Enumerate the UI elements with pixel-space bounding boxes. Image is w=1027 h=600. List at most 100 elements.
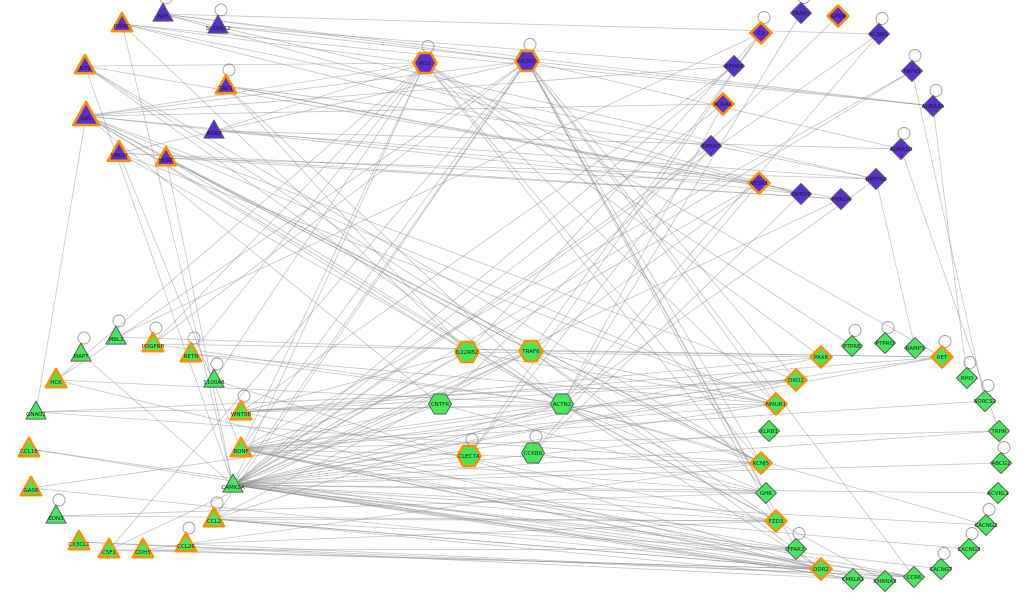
node-KCNB1[interactable]: KCNB1 [868, 12, 890, 45]
node-WNT5B[interactable]: WNT5B [229, 389, 253, 421]
node-ADRA2A[interactable]: ADRA2A [922, 84, 945, 117]
node-IL12RB2[interactable]: IL12RB2 [454, 340, 480, 364]
node-EPHA7[interactable]: EPHA7 [700, 135, 722, 157]
node-GAL[interactable]: GAL [71, 100, 101, 127]
node-CLEC7A[interactable]: CLEC7A [456, 433, 482, 468]
diamond-shape-EPHA4 [723, 55, 745, 77]
edge-HCRT-HTR2A [165, 157, 842, 200]
edge-PIK3CG-KCNJ5 [526, 60, 762, 464]
node-CCKBR[interactable]: CCKBR [521, 430, 545, 464]
edge-TRAF6-KCNJ5 [530, 350, 762, 464]
hexagon-shape-CCKBR [521, 442, 545, 464]
node-CACNG3[interactable]: CACNG3 [957, 527, 981, 560]
edge-CAMK2A-ABCG2 [232, 462, 1002, 486]
node-TAC1[interactable]: TAC1 [214, 63, 238, 95]
node-RAMP3[interactable]: RAMP3 [904, 337, 926, 359]
node-CCR6[interactable]: CCR6 [903, 566, 925, 588]
triangle-shape-POMC [110, 11, 134, 33]
selfloop-SLC6A12 [214, 3, 228, 17]
edge-KCNB1-ACTN2 [561, 33, 880, 405]
node-CCL26[interactable]: CCL26 [174, 521, 198, 553]
node-C3[interactable]: C3 [749, 11, 773, 45]
node-EDN3[interactable]: EDN3 [45, 493, 67, 524]
node-SORCS2[interactable]: SORCS2 [974, 379, 996, 412]
node-MBL2[interactable]: MBL2 [105, 314, 127, 345]
edge-POMC-IRS1 [121, 23, 426, 64]
node-CCL2[interactable]: CCL2 [202, 496, 226, 528]
edge-HCRT-ACTN2 [165, 157, 563, 405]
node-S100A8[interactable]: S100A8 [203, 357, 225, 388]
edge-PIK3CG-HCK [55, 60, 528, 381]
node-EPHA4[interactable]: EPHA4 [723, 55, 745, 77]
node-ACTN2[interactable]: ACTN2 [550, 393, 574, 415]
node-GAS6[interactable]: GAS6 [19, 475, 43, 497]
edge-PIK3CG-PDGFRB [152, 60, 528, 345]
diamond-shape-SORCS2 [974, 390, 996, 412]
node-HCK[interactable]: HCK [44, 367, 68, 389]
node-GHR[interactable]: GHR [755, 482, 777, 504]
edge-CAMK2A-PAX8 [232, 356, 822, 486]
node-ADRA1D[interactable]: ADRA1D [889, 127, 913, 160]
edge-CAMK2A-DDR2 [232, 484, 822, 570]
edge-PIK3CG-FZD3 [526, 60, 777, 522]
selfloop-MBL2 [112, 314, 126, 328]
edge-PDGFRB-RET [152, 343, 943, 358]
node-CACNG2[interactable]: CACNG2 [974, 503, 998, 536]
node-PAX8[interactable]: PAX8 [809, 345, 833, 369]
node-KLRB1[interactable]: KLRB1 [758, 420, 780, 442]
node-TRHR[interactable]: TRHR [988, 420, 1010, 442]
edge-ADRA1D-TRHR [900, 148, 1000, 432]
node-CX3CL1[interactable]: CX3CL1 [67, 529, 91, 551]
triangle-shape-BDNF [229, 436, 253, 458]
node-DRD2[interactable]: DRD2 [784, 368, 808, 392]
node-NPY[interactable]: NPY [152, 0, 174, 22]
node-PTPRB[interactable]: PTPRB [841, 324, 863, 357]
node-HTR2A[interactable]: HTR2A [830, 188, 852, 210]
node-CCL15[interactable]: CCL15 [17, 436, 41, 458]
edge-CX3CL1-CCR6 [78, 541, 915, 578]
node-POMC[interactable]: POMC [110, 11, 134, 33]
node-ABCG2[interactable]: ABCG2 [990, 441, 1012, 474]
edge-CNTFR-GHR [439, 403, 767, 494]
node-PIK3CG[interactable]: PIK3CG [514, 38, 540, 73]
node-MAPT[interactable]: MAPT [70, 331, 92, 362]
node-RET[interactable]: RET [930, 335, 954, 369]
edge-NPY-PIK3CG [162, 13, 528, 62]
node-TRAF6[interactable]: TRAF6 [518, 339, 544, 363]
edge-IRS1-BDNF [240, 62, 426, 450]
edge-EPHA4-CAMK2A [232, 65, 735, 486]
node-TAAR1[interactable]: TAAR1 [790, 0, 812, 24]
hexagon-shape-CLEC7A [456, 444, 482, 468]
node-RHO[interactable]: RHO [956, 356, 978, 389]
node-GNAO1[interactable]: GNAO1 [25, 400, 47, 420]
edge-NTSR1-TRAF6 [530, 182, 760, 352]
triangle-shape-CCL15 [17, 436, 41, 458]
diamond-shape-GHR [755, 482, 777, 504]
edge-IRS1-KCNJ5 [424, 62, 762, 464]
node-KCNA1[interactable]: KCNA1 [711, 92, 735, 116]
diamond-shape-FFAR3 [785, 538, 807, 560]
node-NPFFR2[interactable]: NPFFR2 [865, 168, 887, 190]
edge-GAS6-DDR2 [30, 487, 822, 570]
node-PTPRO[interactable]: PTPRO [874, 321, 896, 354]
triangle-shape-EDN3 [45, 504, 67, 524]
node-NTS[interactable]: NTS [73, 53, 97, 75]
diamond-shape-TAAR1 [790, 2, 812, 24]
edge-GAL-NMUR1 [85, 115, 777, 405]
triangle-shape-CAMK2A [222, 473, 244, 493]
selfloop-CCL2 [210, 496, 224, 510]
triangle-shape-CCL26 [174, 531, 198, 553]
edge-CNTFR-CAMK2A [232, 403, 441, 486]
triangle-shape-TAC1 [214, 73, 238, 95]
node-TRPV1[interactable]: TRPV1 [901, 49, 923, 82]
node-CACNG7[interactable]: CACNG7 [929, 547, 953, 580]
node-PDGFRB[interactable]: PDGFRB [141, 321, 165, 353]
edge-BDNF-GHR [240, 448, 767, 494]
node-CNTFR[interactable]: CNTFR [428, 393, 452, 415]
edge-C3-MBL2 [115, 32, 762, 338]
edge-PIK3CG-NMUR1 [526, 60, 777, 405]
node-CDH5[interactable]: CDH5 [131, 537, 155, 559]
diamond-shape-KCNJ5 [749, 451, 773, 475]
edge-IRS1-PDGFRB [152, 62, 426, 345]
node-ACVRL1[interactable]: ACVRL1 [987, 482, 1009, 504]
